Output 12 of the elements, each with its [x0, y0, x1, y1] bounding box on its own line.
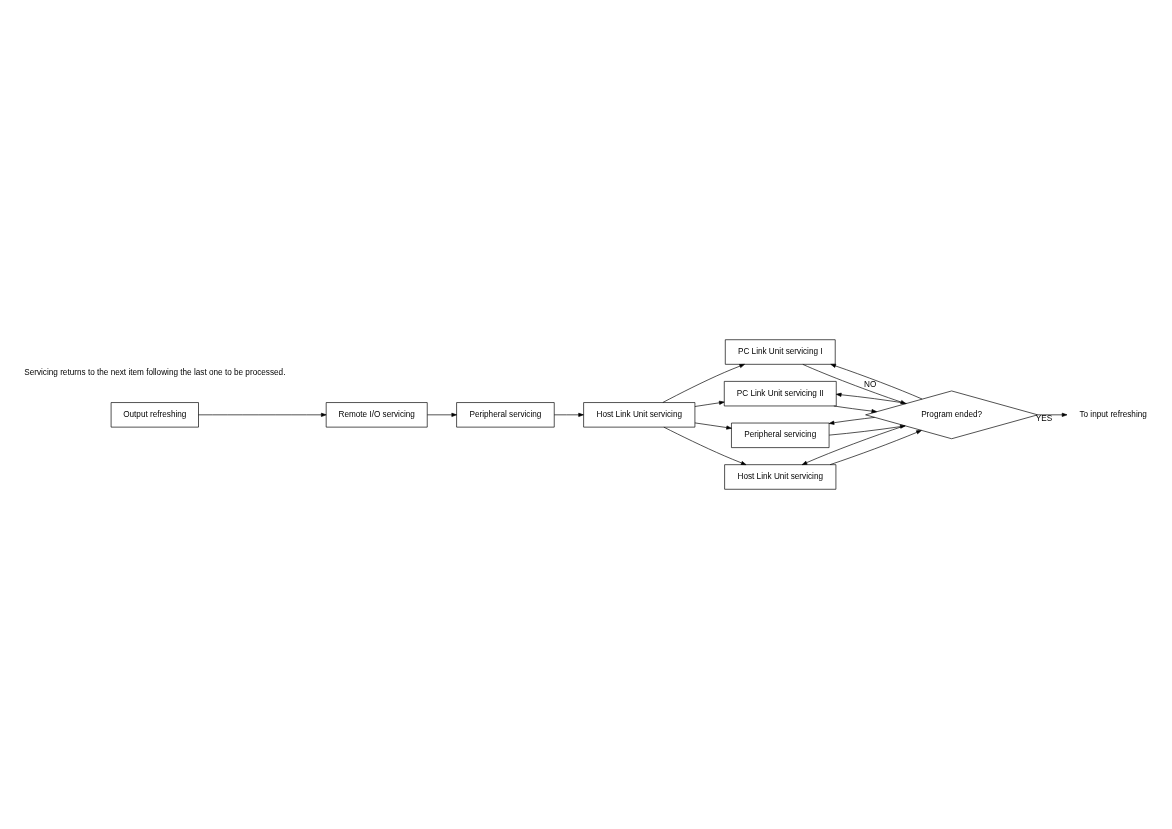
arrow — [427, 412, 457, 417]
arrow — [694, 400, 725, 407]
arrow — [1037, 412, 1068, 417]
arrow — [828, 417, 875, 425]
arrow — [833, 405, 877, 414]
arrow — [694, 422, 732, 430]
arrow — [663, 426, 747, 465]
arrow — [662, 364, 745, 403]
arrow — [198, 412, 327, 417]
arrow — [830, 363, 923, 400]
arrow — [553, 412, 584, 417]
arrow — [829, 430, 922, 465]
